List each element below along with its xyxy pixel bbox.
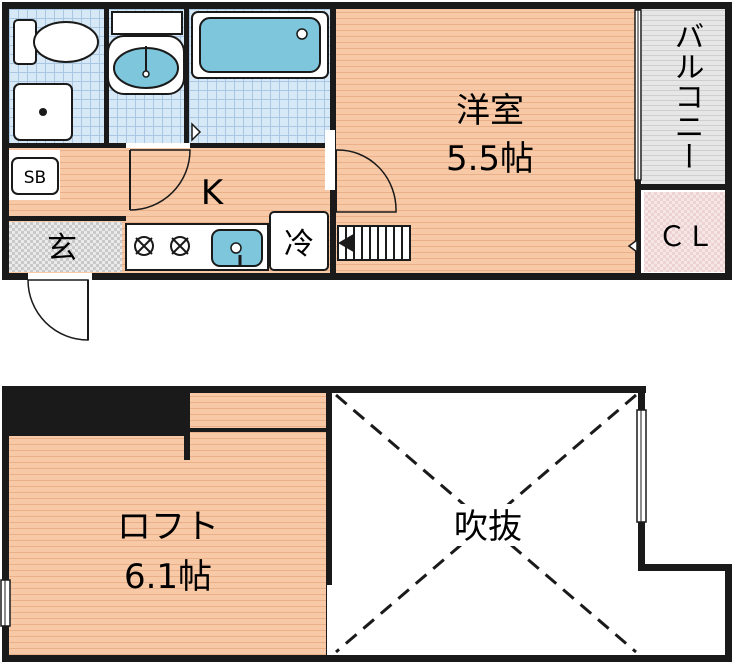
balcony-floor	[642, 8, 726, 186]
entrance-floor	[8, 222, 122, 272]
shoebox-label: SB	[24, 168, 46, 188]
stairs-icon	[337, 225, 411, 261]
wash-basin-icon	[107, 11, 185, 95]
closet-floor	[644, 192, 726, 272]
balcony-label: バルコニー	[669, 21, 704, 171]
kitchen-counter	[125, 223, 269, 271]
closet-label: ＣＬ	[658, 220, 714, 253]
kitchen-label: K	[201, 173, 225, 213]
fridge-box	[269, 211, 329, 271]
shoebox-box	[11, 157, 59, 195]
bedroom-size: 5.5帖	[446, 139, 534, 179]
loft-dark-beam	[8, 392, 188, 436]
void-label: 吹抜	[454, 507, 522, 547]
fridge-label: 冷	[284, 227, 314, 262]
bedroom-label: 洋室	[456, 91, 524, 131]
toilet-icon	[13, 19, 99, 65]
void-floor-right	[638, 570, 726, 656]
washing-machine-icon	[13, 83, 73, 141]
loft-size: 6.1帖	[124, 557, 212, 597]
loft-label: ロフト	[117, 507, 219, 547]
bathtub-icon	[191, 11, 329, 79]
stove-icon	[134, 236, 190, 256]
entrance-label: 玄	[47, 231, 77, 266]
sink-icon	[211, 229, 263, 267]
